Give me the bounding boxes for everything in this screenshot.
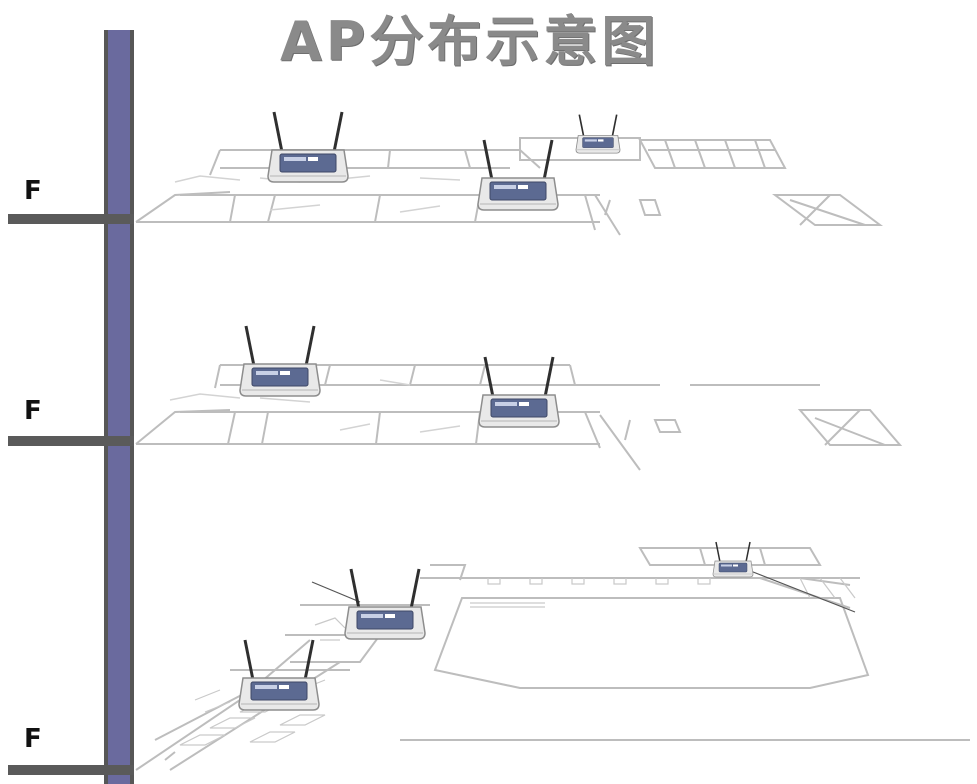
floor-label-bottom: F xyxy=(24,724,42,754)
floor-plan-bottom-details xyxy=(179,577,856,746)
floor-label-middle: F xyxy=(24,396,42,426)
access-point-icon xyxy=(575,113,621,154)
floor-label-top: F xyxy=(24,176,42,206)
access-point-icon xyxy=(266,110,350,184)
floor-plan-middle-corridor xyxy=(169,379,461,433)
access-point-icon xyxy=(477,355,561,429)
access-point-icon xyxy=(238,324,322,398)
access-point-icon xyxy=(237,638,321,712)
floor-lines xyxy=(8,214,134,775)
bottom-feeder-lines xyxy=(311,569,856,613)
building-riser xyxy=(104,30,134,784)
diagram-title: AP分布示意图 xyxy=(280,10,660,73)
